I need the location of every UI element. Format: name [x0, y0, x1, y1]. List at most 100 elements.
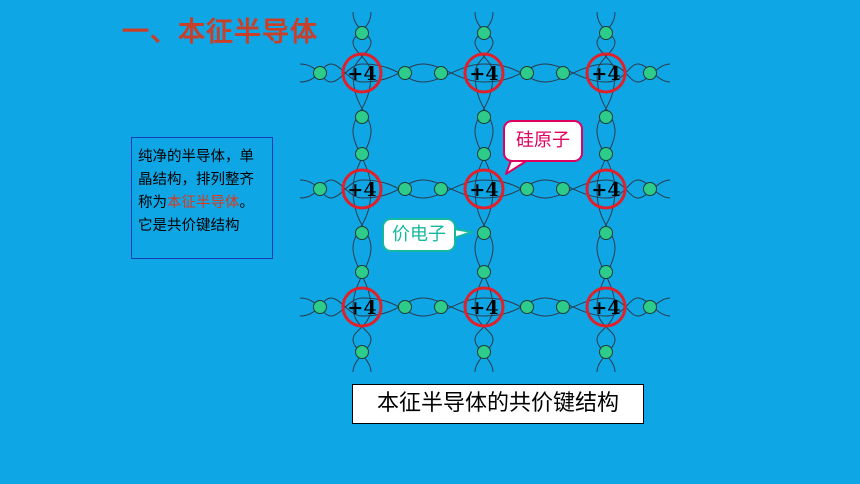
- valence-electron: [643, 300, 657, 314]
- bond-line: [483, 297, 607, 317]
- bond-line: [605, 297, 671, 317]
- bond-line: [596, 306, 616, 373]
- bond-line: [596, 11, 616, 74]
- valence-electron: [643, 182, 657, 196]
- valence-electron: [477, 226, 491, 240]
- valence-electron-callout: 价电子: [382, 218, 456, 252]
- bond-line: [474, 306, 494, 373]
- description-text-before: 纯净的半导体，单晶结构，排列整齐称为: [138, 149, 254, 211]
- bond-line: [361, 297, 485, 317]
- bond-line: [361, 179, 485, 199]
- valence-electron: [599, 147, 613, 161]
- bond-line: [361, 297, 485, 317]
- atom-charge-label: +4: [347, 63, 376, 85]
- bond-line: [474, 11, 494, 74]
- bond-line: [299, 179, 363, 199]
- bond-line: [483, 297, 607, 317]
- atom-charge-label: +4: [469, 63, 498, 85]
- silicon-atom: [585, 52, 627, 94]
- valence-electron: [477, 110, 491, 124]
- valence-electron: [313, 66, 327, 80]
- silicon-atom: [341, 286, 383, 328]
- bond-line: [483, 179, 607, 199]
- bond-line: [299, 179, 363, 199]
- atom-charge-label: +4: [347, 179, 376, 201]
- atom-charge-label: +4: [469, 297, 498, 319]
- bond-line: [596, 11, 616, 74]
- slide-title: 一、本征半导体: [122, 17, 318, 48]
- description-highlight: 本征半导体: [167, 195, 240, 211]
- valence-electron: [643, 66, 657, 80]
- bond-line: [361, 179, 485, 199]
- bond-line: [483, 63, 607, 83]
- valence-electron: [355, 147, 369, 161]
- valence-electron: [556, 300, 570, 314]
- valence-electron: [355, 110, 369, 124]
- valence-electron: [477, 345, 491, 359]
- valence-electron: [520, 182, 534, 196]
- bond-line: [299, 297, 363, 317]
- valence-electron: [520, 66, 534, 80]
- valence-electron: [599, 265, 613, 279]
- bond-line: [361, 63, 485, 83]
- bond-line: [361, 63, 485, 83]
- bond-line: [474, 306, 494, 373]
- bond-line: [605, 63, 671, 83]
- bond-line: [352, 11, 372, 74]
- bond-line: [605, 179, 671, 199]
- description-text-after: 。它是共价键结构: [138, 195, 254, 234]
- silicon-atom: [463, 52, 505, 94]
- silicon-atom: [585, 286, 627, 328]
- silicon-atom: [585, 168, 627, 210]
- bond-line: [352, 306, 372, 373]
- atom-charge-label: +4: [347, 297, 376, 319]
- valence-electron: [355, 226, 369, 240]
- bond-line: [605, 297, 671, 317]
- valence-electron: [599, 26, 613, 40]
- valence-electron: [520, 300, 534, 314]
- valence-electron: [477, 26, 491, 40]
- silicon-atom: [463, 286, 505, 328]
- bond-line: [483, 179, 607, 199]
- bond-line: [352, 306, 372, 373]
- valence-electron: [313, 300, 327, 314]
- valence-electron: [556, 182, 570, 196]
- silicon-atom: [341, 168, 383, 210]
- diagram-caption: 本征半导体的共价键结构: [352, 384, 644, 424]
- bond-line: [605, 179, 671, 199]
- silicon-atom-callout: 硅原子: [503, 120, 583, 162]
- silicon-atom: [341, 52, 383, 94]
- bond-line: [299, 63, 363, 83]
- atom-charge-label: +4: [591, 179, 620, 201]
- atom-charge-label: +4: [469, 179, 498, 201]
- valence-electron: [477, 265, 491, 279]
- valence-electron: [599, 226, 613, 240]
- valence-electron: [434, 300, 448, 314]
- valence-electron: [556, 66, 570, 80]
- valence-electron: [599, 345, 613, 359]
- silicon-atom: [463, 168, 505, 210]
- valence-electron: [355, 345, 369, 359]
- valence-electron: [477, 147, 491, 161]
- bond-line: [483, 63, 607, 83]
- bond-line: [596, 306, 616, 373]
- bond-line: [352, 11, 372, 74]
- valence-electron: [398, 300, 412, 314]
- callout-pointer: [453, 228, 473, 239]
- valence-electron: [313, 182, 327, 196]
- bond-line: [605, 63, 671, 83]
- valence-electron: [355, 265, 369, 279]
- valence-electron: [355, 26, 369, 40]
- valence-electron: [599, 110, 613, 124]
- bond-line: [299, 297, 363, 317]
- bond-line: [299, 63, 363, 83]
- valence-electron: [434, 182, 448, 196]
- valence-electron: [398, 66, 412, 80]
- atom-charge-label: +4: [591, 63, 620, 85]
- atom-charge-label: +4: [591, 297, 620, 319]
- valence-electron: [398, 182, 412, 196]
- valence-electron: [434, 66, 448, 80]
- description-box: 纯净的半导体，单晶结构，排列整齐称为本征半导体。它是共价键结构: [131, 137, 273, 259]
- bond-line: [474, 11, 494, 74]
